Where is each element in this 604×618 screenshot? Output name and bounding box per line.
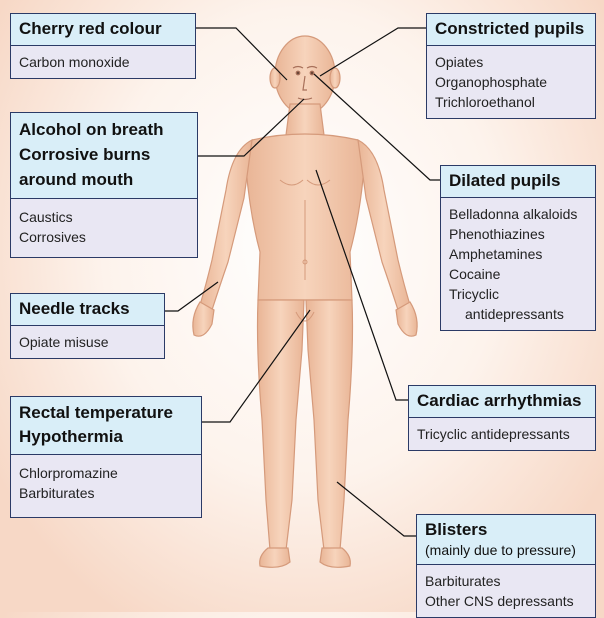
left-arm <box>200 140 252 310</box>
list-item: Amphetamines <box>449 244 587 264</box>
list-item: Carbon monoxide <box>19 52 187 72</box>
dilated-pupils-box: Dilated pupils Belladonna alkaloids Phen… <box>440 165 596 331</box>
blisters-subtitle: (mainly due to pressure) <box>425 541 587 559</box>
right-foot <box>320 548 350 567</box>
cherry-red-colour-title: Cherry red colour <box>11 14 195 46</box>
alcohol-breath-items: Caustics Corrosives <box>11 199 197 257</box>
alcohol-title-line: Alcohol on breath <box>19 117 189 142</box>
list-item: Barbiturates <box>19 483 193 503</box>
cardiac-arrhythmias-box: Cardiac arrhythmias Tricyclic antidepres… <box>408 385 596 451</box>
cherry-red-colour-box: Cherry red colour Carbon monoxide <box>10 13 196 79</box>
neck <box>286 104 324 135</box>
blisters-box: Blisters (mainly due to pressure) Barbit… <box>416 514 596 618</box>
needle-tracks-box: Needle tracks Opiate misuse <box>10 293 165 359</box>
blisters-title-text: Blisters <box>425 520 487 539</box>
right-ear <box>330 68 340 88</box>
list-item: Opiates <box>435 52 587 72</box>
list-item: antidepressants <box>449 304 587 324</box>
left-foot <box>260 548 290 567</box>
right-leg <box>306 300 353 550</box>
dilated-pupils-items: Belladonna alkaloids Phenothiazines Amph… <box>441 198 595 330</box>
list-item: Barbiturates <box>425 571 587 591</box>
blisters-title: Blisters (mainly due to pressure) <box>417 515 595 565</box>
cherry-red-colour-items: Carbon monoxide <box>11 46 195 78</box>
left-leg <box>258 300 305 550</box>
list-item: Caustics <box>19 207 189 227</box>
constricted-pupils-items: Opiates Organophosphate Trichloroethanol <box>427 46 595 118</box>
alcohol-title-line: Corrosive burns <box>19 142 189 167</box>
list-item: Trichloroethanol <box>435 92 587 112</box>
alcohol-breath-title: Alcohol on breath Corrosive burns around… <box>11 113 197 199</box>
right-arm <box>358 140 410 310</box>
cardiac-arrhythmias-items: Tricyclic antidepressants <box>409 418 595 450</box>
rectal-temperature-title: Rectal temperature Hypothermia <box>11 397 201 455</box>
alcohol-title-line: around mouth <box>19 167 189 192</box>
rectal-title-line: Hypothermia <box>19 425 193 449</box>
cardiac-arrhythmias-title: Cardiac arrhythmias <box>409 386 595 418</box>
list-item: Phenothiazines <box>449 224 587 244</box>
alcohol-breath-box: Alcohol on breath Corrosive burns around… <box>10 112 198 258</box>
list-item: Cocaine <box>449 264 587 284</box>
blisters-items: Barbiturates Other CNS depressants <box>417 565 595 617</box>
list-item: Organophosphate <box>435 72 587 92</box>
rectal-temperature-box: Rectal temperature Hypothermia Chlorprom… <box>10 396 202 518</box>
dilated-pupils-title: Dilated pupils <box>441 166 595 198</box>
list-item: Belladonna alkaloids <box>449 204 587 224</box>
rectal-title-line: Rectal temperature <box>19 401 193 425</box>
needle-tracks-items: Opiate misuse <box>11 326 164 358</box>
list-item: Other CNS depressants <box>425 591 587 611</box>
list-item: Tricyclic <box>449 284 587 304</box>
head <box>275 36 335 114</box>
human-body <box>193 36 417 567</box>
needle-tracks-title: Needle tracks <box>11 294 164 326</box>
blisters-connector <box>337 482 416 536</box>
constricted-pupils-title: Constricted pupils <box>427 14 595 46</box>
list-item: Opiate misuse <box>19 332 156 352</box>
rectal-temperature-items: Chlorpromazine Barbiturates <box>11 455 201 517</box>
constricted-pupils-box: Constricted pupils Opiates Organophospha… <box>426 13 596 119</box>
list-item: Chlorpromazine <box>19 463 193 483</box>
list-item: Corrosives <box>19 227 189 247</box>
list-item: Tricyclic antidepressants <box>417 424 587 444</box>
